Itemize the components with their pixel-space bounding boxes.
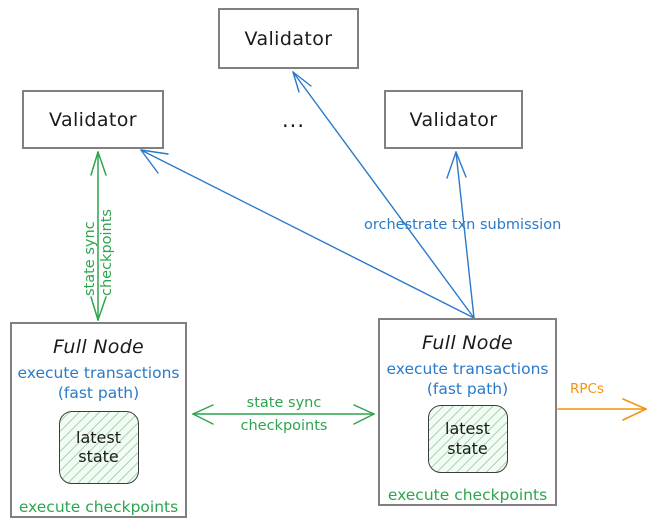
- latest-state-line-2: state: [447, 438, 488, 458]
- full-node-execute-transactions-label: execute transactions (fast path): [17, 363, 179, 404]
- state-sync-vertical-label-2: checkpoints: [99, 209, 115, 296]
- latest-state-chip: latest state: [427, 404, 508, 473]
- validator-box-left[interactable]: Validator: [22, 90, 164, 149]
- validators-ellipsis: ...: [282, 108, 306, 132]
- state-sync-vertical-label-group: state sync checkpoints: [82, 186, 115, 296]
- green-state-sync-vertical-arrow: [90, 151, 107, 321]
- validator-label: Validator: [49, 108, 137, 131]
- full-node-execute-checkpoints-label: execute checkpoints: [387, 486, 548, 504]
- validator-box-right[interactable]: Validator: [384, 90, 523, 149]
- full-node-title: Full Node: [52, 336, 145, 358]
- execute-transactions-line: execute transactions: [386, 360, 549, 378]
- full-node-title: Full Node: [421, 332, 514, 354]
- state-sync-vertical-label-1: state sync: [82, 221, 98, 296]
- fast-path-line: (fast path): [426, 380, 509, 399]
- full-node-box-left[interactable]: Full Node execute transactions (fast pat…: [10, 322, 187, 518]
- latest-state-line-2: state: [78, 447, 119, 467]
- latest-state-line-1: latest: [445, 419, 490, 439]
- validator-label: Validator: [409, 108, 498, 131]
- blue-orchestrate-arrows: [140, 71, 475, 319]
- validator-label: Validator: [244, 27, 333, 50]
- validator-box-top[interactable]: Validator: [218, 8, 359, 69]
- green-state-sync-horizontal-arrow: [192, 404, 375, 425]
- full-node-execute-transactions-label: execute transactions (fast path): [386, 359, 548, 400]
- orange-rpcs-arrow: [557, 398, 647, 421]
- latest-state-line-1: latest: [76, 427, 121, 447]
- execute-transactions-line: execute transactions: [17, 364, 180, 382]
- full-node-execute-checkpoints-label: execute checkpoints: [18, 497, 179, 516]
- full-node-box-right[interactable]: Full Node execute transactions (fast pat…: [378, 318, 557, 506]
- fast-path-line: (fast path): [57, 384, 140, 403]
- latest-state-chip: latest state: [58, 410, 139, 484]
